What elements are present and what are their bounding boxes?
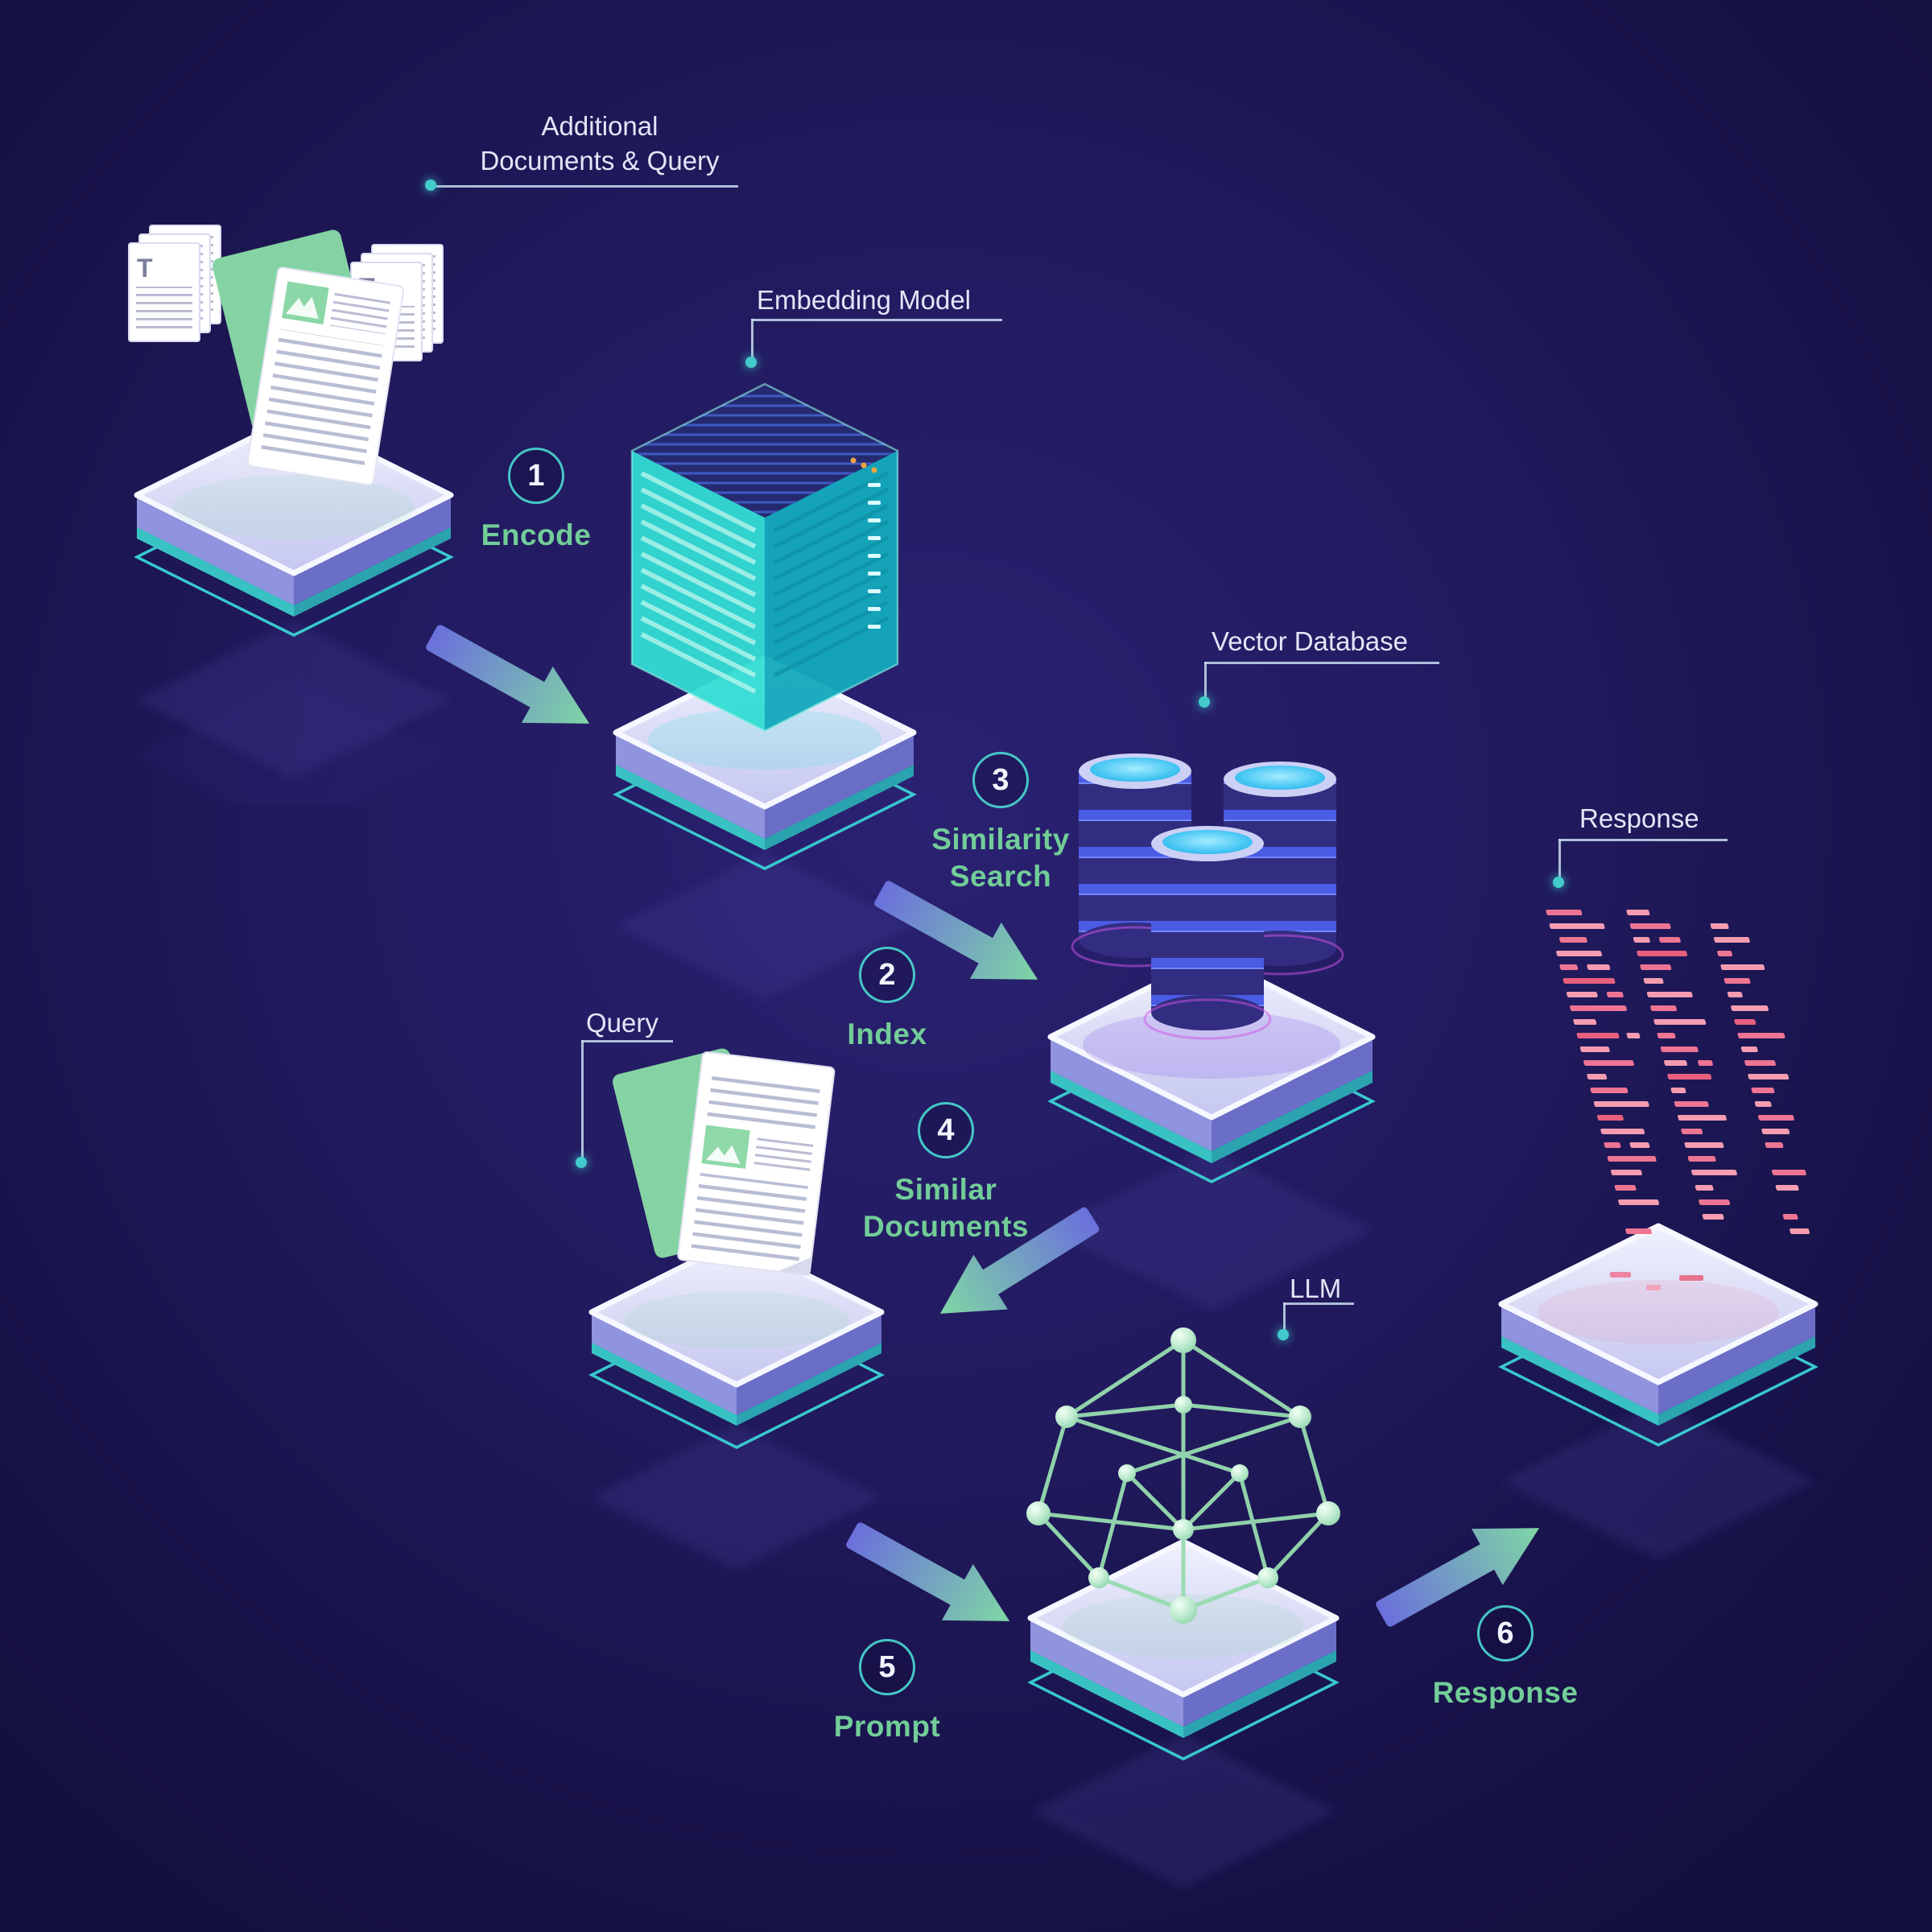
step-3-label: Similarity Search <box>931 823 1070 894</box>
database-cylinder <box>1143 826 1272 1040</box>
label-query-line <box>581 1040 673 1042</box>
label-embedding-model: Embedding Model <box>757 285 971 315</box>
step-6-circle: 6 <box>1477 1605 1534 1662</box>
step-2-label: Index <box>847 1018 927 1051</box>
step-5-circle: 5 <box>859 1639 915 1695</box>
step-1-circle: 1 <box>508 448 564 504</box>
label-llm-line <box>1283 1302 1354 1305</box>
label-additional-documents-dot <box>425 180 436 191</box>
query-document-node <box>588 982 886 1578</box>
step-4: 4 Similar Documents <box>841 1102 1051 1246</box>
label-llm: LLM <box>1290 1274 1342 1303</box>
query-document-illustration <box>588 1048 885 1570</box>
arrow-response <box>1356 1484 1565 1658</box>
step-4-circle: 4 <box>918 1102 974 1158</box>
step-5: 5 Prompt <box>782 1639 992 1745</box>
label-response-line <box>1558 839 1728 841</box>
label-llm-drop <box>1283 1302 1286 1331</box>
step-6-label: Response <box>1432 1676 1579 1709</box>
label-vector-database-dot <box>1199 696 1210 708</box>
query-page <box>677 1051 836 1276</box>
main-document <box>246 266 405 486</box>
step-3-circle: 3 <box>972 752 1029 808</box>
label-additional-documents: Additional Documents & Query <box>480 111 720 175</box>
document-letter: T <box>137 254 153 283</box>
arrow-prompt <box>827 1491 1035 1665</box>
label-llm-dot <box>1278 1329 1289 1340</box>
documents-illustration: T T <box>128 225 454 805</box>
arrow-encode <box>407 593 615 767</box>
step-1-label: Encode <box>481 518 592 551</box>
step-5-number: 5 <box>878 1649 896 1684</box>
label-embedding-model-dot <box>745 357 757 368</box>
embedding-model-node <box>612 370 918 1014</box>
step-6: 6 Response <box>1401 1605 1610 1711</box>
vector-database-node <box>1042 675 1381 1319</box>
step-5-label: Prompt <box>833 1710 941 1743</box>
label-query-dot <box>576 1157 587 1168</box>
embedding-model-illustration <box>613 382 917 1000</box>
label-response: Response <box>1579 803 1699 833</box>
label-vector-database: Vector Database <box>1212 626 1408 656</box>
step-2-number: 2 <box>878 957 896 992</box>
label-embedding-model-line <box>751 319 1002 321</box>
documents-node: T T <box>113 137 499 805</box>
llm-node <box>998 1288 1385 1892</box>
step-3-number: 3 <box>992 762 1009 797</box>
step-1: 1 Encode <box>431 448 641 554</box>
server-cube <box>630 382 899 733</box>
label-response-drop <box>1558 839 1561 879</box>
vector-database-illustration <box>1047 753 1376 1311</box>
label-response-dot <box>1553 877 1564 888</box>
label-vector-database-drop <box>1204 662 1207 699</box>
arrow-index <box>855 849 1063 1023</box>
arrow-similar-documents <box>912 1176 1121 1356</box>
response-node <box>1489 789 1827 1562</box>
label-embedding-model-drop <box>751 319 753 359</box>
step-2-circle: 2 <box>859 947 915 1003</box>
label-query-drop <box>581 1040 584 1159</box>
document-stack-left: T <box>128 225 221 342</box>
step-1-number: 1 <box>527 458 545 493</box>
label-additional-documents-line <box>431 185 738 188</box>
label-query: Query <box>586 1008 658 1038</box>
code-lines <box>1546 910 1810 1234</box>
llm-illustration <box>1026 1327 1340 1888</box>
response-illustration <box>1498 910 1818 1559</box>
sphere-network <box>1026 1327 1340 1624</box>
label-vector-database-line <box>1204 662 1439 664</box>
step-3: 3 Similarity Search <box>896 752 1105 896</box>
step-4-label: Similar Documents <box>863 1173 1029 1244</box>
step-4-number: 4 <box>937 1113 955 1147</box>
step-6-number: 6 <box>1496 1616 1514 1650</box>
step-2: 2 Index <box>782 947 992 1053</box>
